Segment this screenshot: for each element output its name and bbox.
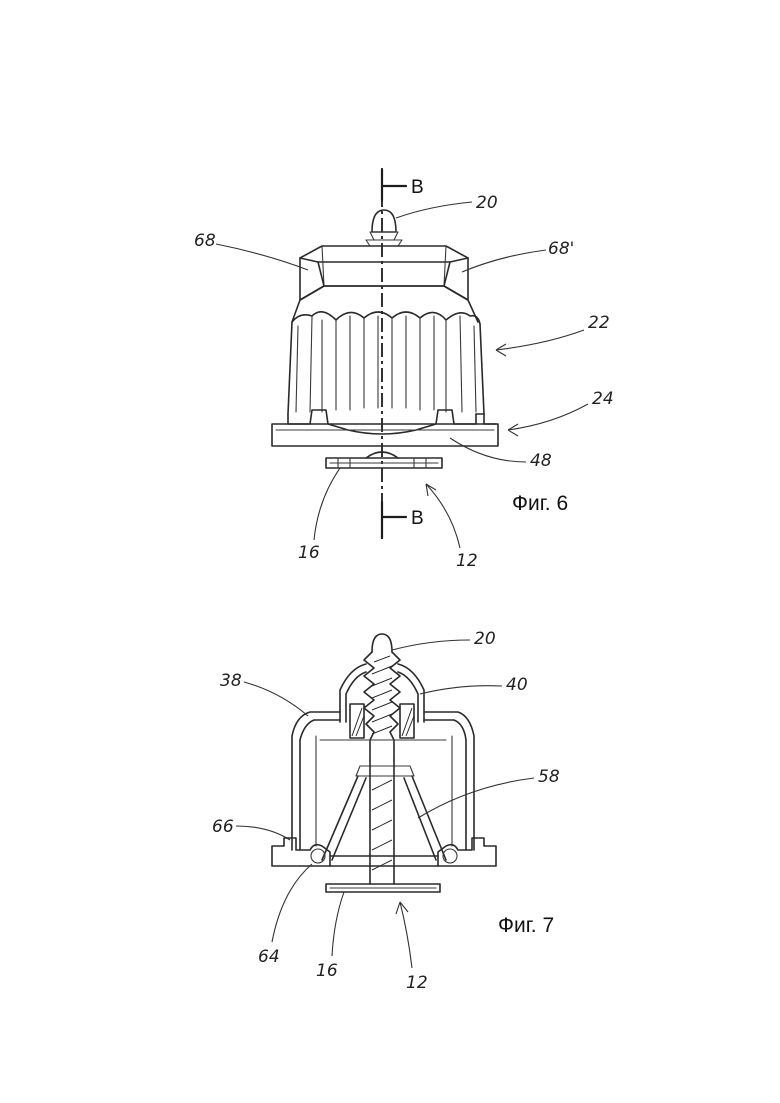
label-66: 66: [212, 817, 234, 837]
body-22: [292, 312, 480, 324]
label-16-fig7: 16: [316, 961, 338, 981]
cap-top-fig6: [300, 246, 468, 258]
label-12-fig7: 12: [406, 973, 428, 993]
label-24: 24: [592, 389, 614, 409]
dome-40: [340, 664, 424, 722]
figure-6: B B: [194, 168, 614, 571]
label-12-fig6: 12: [456, 551, 478, 571]
figure-7: 20 38 40 58 66 64 16 12 Фиг. 7: [212, 629, 560, 993]
label-20-fig6: 20: [476, 193, 498, 213]
tip-20-fig6: [372, 210, 396, 232]
label-22: 22: [588, 313, 610, 333]
caption-fig6: Фиг. 6: [512, 492, 568, 515]
label-48: 48: [530, 451, 552, 471]
caption-fig7: Фиг. 7: [498, 914, 554, 937]
spike-20-fig7: [372, 634, 392, 652]
label-20-fig7: 20: [474, 629, 496, 649]
label-68-prime: 68': [548, 239, 574, 259]
label-68: 68: [194, 231, 216, 251]
label-16-fig6: 16: [298, 543, 320, 563]
housing-38: [292, 712, 474, 850]
label-64: 64: [258, 947, 280, 967]
section-label-bottom: B: [411, 508, 424, 529]
label-58: 58: [538, 767, 560, 787]
label-40: 40: [506, 675, 528, 695]
legs-58: [322, 776, 366, 860]
flange-24: [272, 424, 498, 446]
section-label-top: B: [411, 177, 424, 198]
label-38: 38: [220, 671, 242, 691]
